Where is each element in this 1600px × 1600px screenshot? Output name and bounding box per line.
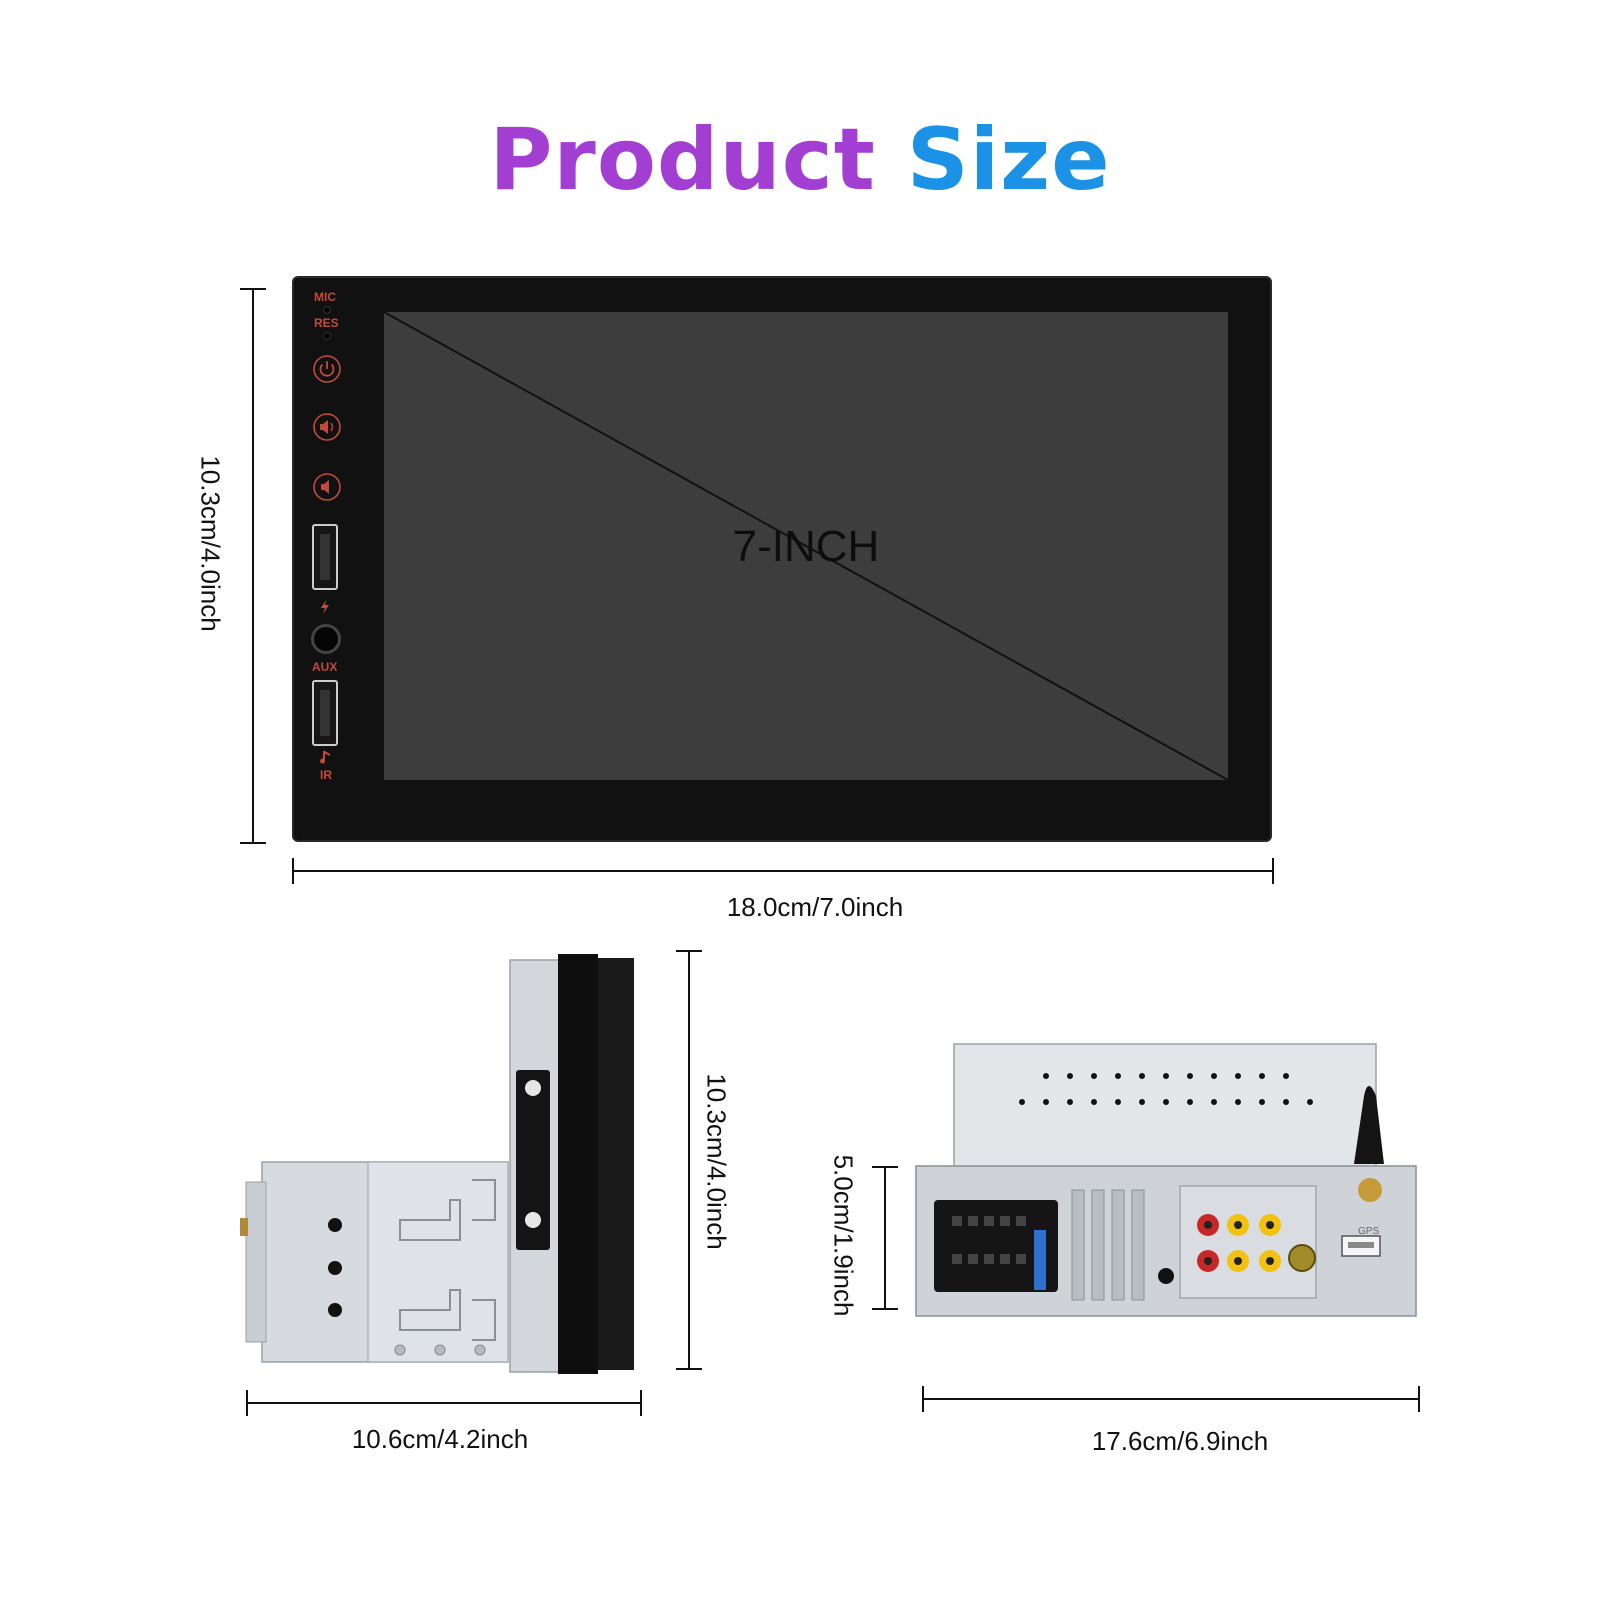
side-depth-tick-left — [246, 1390, 248, 1416]
side-height-tick-top — [676, 950, 702, 952]
ir-label: IR — [320, 768, 332, 782]
gps-label: GPS — [1358, 1226, 1380, 1237]
page-title: Product Size — [0, 110, 1600, 210]
aux-label: AUX — [312, 660, 338, 674]
front-width-label: 18.0cm/7.0inch — [726, 892, 904, 922]
screen-size-label: 7-INCH — [732, 522, 880, 571]
side-height-label: 10.3cm/4.0inch — [701, 1073, 732, 1250]
side-view-unit — [240, 954, 634, 1374]
side-height-line — [688, 950, 690, 1370]
res-label: RES — [314, 316, 339, 330]
touch-screen[interactable]: 7-INCH — [384, 312, 1228, 780]
front-panel: MIC RES AUX IR 7-INCH — [292, 276, 1272, 842]
volume-up-icon[interactable] — [312, 412, 342, 442]
charge-icon — [321, 600, 329, 614]
front-height-line — [252, 288, 254, 844]
side-depth-label: 10.6cm/4.2inch — [351, 1424, 529, 1454]
back-width-tick-right — [1418, 1386, 1420, 1412]
side-depth-tick-right — [640, 1390, 642, 1416]
side-height-tick-bottom — [676, 1368, 702, 1370]
usb-port-2[interactable] — [312, 680, 338, 746]
front-width-tick-left — [292, 858, 294, 884]
mic-label: MIC — [314, 290, 336, 304]
front-height-tick-top — [240, 288, 266, 290]
back-view-unit — [915, 1043, 1417, 1317]
back-height-line — [884, 1166, 886, 1310]
title-word-product: Product — [489, 110, 876, 210]
back-height-tick-bottom — [872, 1308, 898, 1310]
back-height-label: 5.0cm/1.9inch — [828, 1154, 859, 1317]
front-width-line — [292, 870, 1274, 872]
screen-diagonal — [384, 312, 1228, 780]
front-height-label: 10.3cm/4.0inch — [195, 455, 226, 632]
reset-hole-icon — [323, 332, 331, 340]
side-depth-line — [246, 1402, 642, 1404]
back-width-tick-left — [922, 1386, 924, 1412]
front-width-tick-right — [1272, 858, 1274, 884]
music-note-icon — [320, 751, 330, 764]
mic-hole-icon — [323, 306, 331, 314]
aux-jack[interactable] — [311, 624, 341, 654]
back-width-line — [922, 1398, 1420, 1400]
front-height-tick-bottom — [240, 842, 266, 844]
volume-down-icon[interactable] — [312, 472, 342, 502]
power-icon[interactable] — [312, 354, 342, 384]
usb-port-1[interactable] — [312, 524, 338, 590]
back-width-label: 17.6cm/6.9inch — [1091, 1426, 1269, 1456]
back-height-tick-top — [872, 1166, 898, 1168]
title-word-size: Size — [906, 110, 1111, 210]
